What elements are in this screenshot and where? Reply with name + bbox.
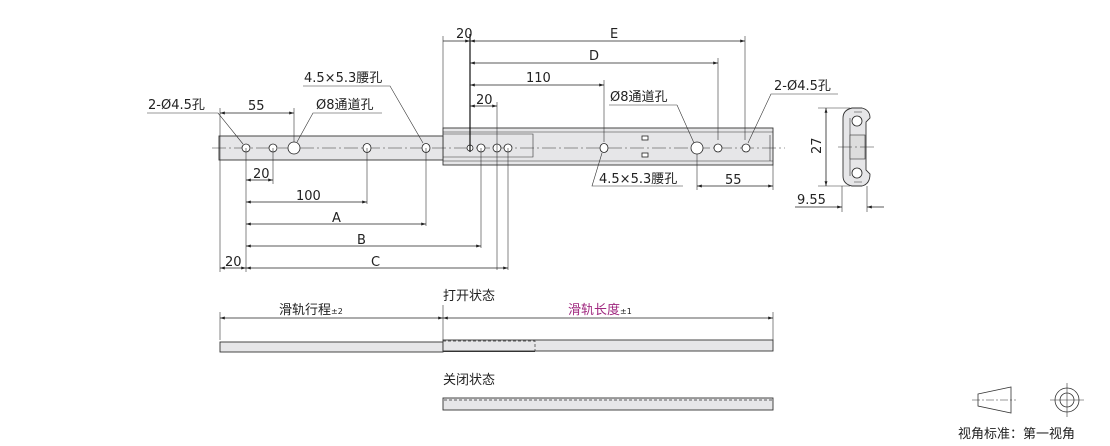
extension-lines (219, 34, 774, 272)
dim-C: C (371, 255, 380, 270)
dim-A: A (332, 211, 341, 226)
dim-55-left: 55 (248, 99, 265, 114)
callout-right-access: Ø8通道孔 (610, 90, 668, 105)
first-angle-projection-icon (972, 383, 1084, 417)
tab-slot (641, 135, 649, 141)
length-label: 滑轨长度±1 (568, 302, 632, 318)
dim-110: 110 (526, 71, 551, 86)
dim-55-right: 55 (725, 173, 742, 188)
dim-E: E (610, 27, 618, 42)
dim-B: B (357, 233, 366, 248)
callout-right-holes: 2-Ø4.5孔 (774, 79, 831, 94)
projection-standard-label: 视角标准：第一视角 (958, 427, 1075, 442)
leader-lines (147, 85, 838, 187)
dim-20-a: 20 (253, 167, 270, 182)
dim-20-inner: 20 (476, 93, 493, 108)
main-view (212, 127, 785, 166)
callout-right-slot: 4.5×5.3腰孔 (599, 172, 677, 187)
open-state-view (219, 305, 774, 353)
closed-state-label: 关闭状态 (443, 373, 495, 388)
dim-D: D (589, 49, 599, 64)
dim-27: 27 (810, 137, 825, 154)
open-state-label: 打开状态 (443, 289, 495, 304)
dim-100: 100 (296, 189, 321, 204)
dimension-lines (220, 39, 773, 270)
stroke-label: 滑轨行程±2 (279, 303, 343, 318)
tab-slot (641, 152, 649, 158)
profile-view (795, 107, 884, 212)
dim-20-b: 20 (225, 255, 242, 270)
callout-left-holes: 2-Ø4.5孔 (148, 98, 205, 113)
callout-left-access: Ø8通道孔 (316, 98, 374, 113)
dim-9-55: 9.55 (797, 193, 826, 208)
dim-20-offset: 20 (456, 27, 473, 42)
closed-state-view (442, 397, 774, 411)
middle-rail-end (443, 133, 534, 158)
callout-left-slot: 4.5×5.3腰孔 (304, 71, 382, 86)
